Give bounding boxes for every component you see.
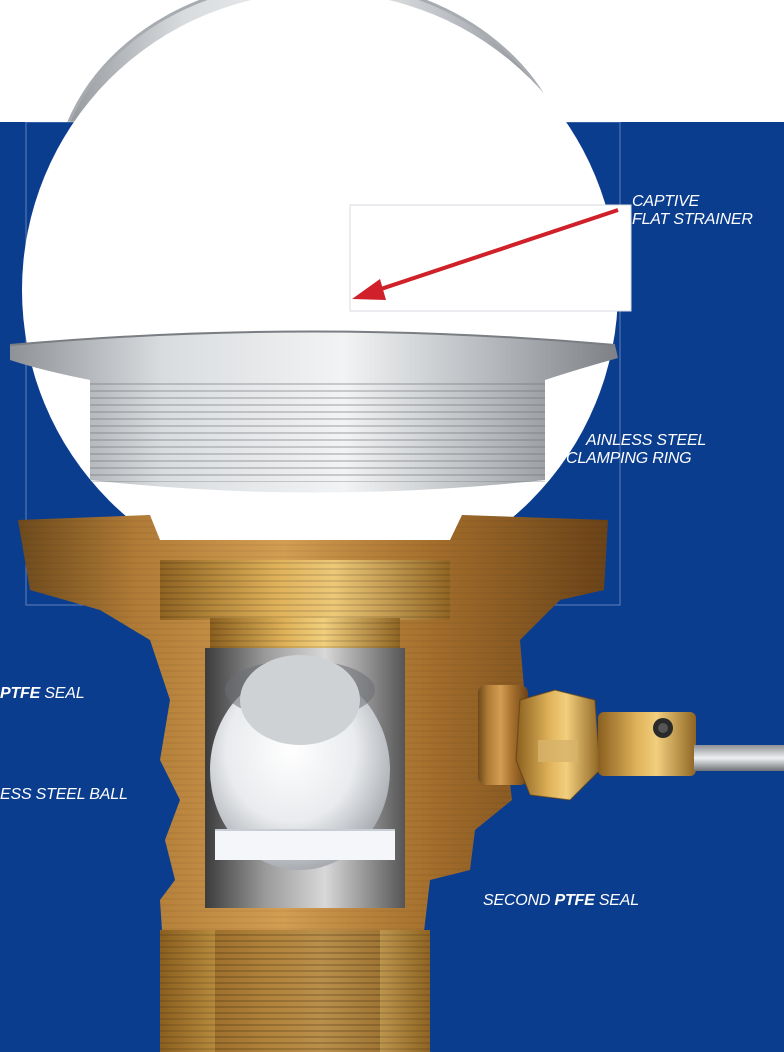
second-ptfe-seal-prefix: SECOND: [483, 892, 555, 909]
ptfe-seal-label: PTFE SEAL: [0, 685, 85, 703]
hex-nut: [515, 689, 601, 801]
ptfe-seal-suffix: SEAL: [40, 685, 85, 702]
captive-flat-strainer-line2: FLAT STRAINER: [632, 211, 753, 228]
stainless-steel-ball-text: ESS STEEL BALL: [0, 786, 128, 803]
ptfe-seal-prefix: PTFE: [0, 685, 41, 702]
second-ptfe-seal-label: SECOND PTFE SEAL: [483, 892, 639, 910]
second-ptfe-seal-bold: PTFE: [554, 892, 595, 909]
strainer-pointer-arrow: [352, 208, 619, 300]
stainless-steel-ball-label: ESS STEEL BALL: [0, 786, 128, 804]
clamping-ring-label: AINLESS STEEL CLAMPING RING: [566, 432, 707, 468]
captive-flat-strainer-label: CAPTIVE FLAT STRAINER: [632, 193, 753, 229]
stainless-steel-clamping-ring: [9, 330, 618, 493]
captive-flat-strainer-line1: CAPTIVE: [632, 193, 700, 210]
brass-collar: [598, 712, 696, 776]
second-ptfe-seal-suffix: SEAL: [594, 892, 639, 909]
handle-rod: [694, 745, 784, 771]
clamping-ring-line2: CLAMPING RING: [566, 450, 692, 467]
stainless-steel-ball: [210, 655, 390, 870]
second-ptfe-seal-ring: [215, 830, 395, 860]
clamping-ring-line1: AINLESS STEEL: [586, 432, 707, 449]
